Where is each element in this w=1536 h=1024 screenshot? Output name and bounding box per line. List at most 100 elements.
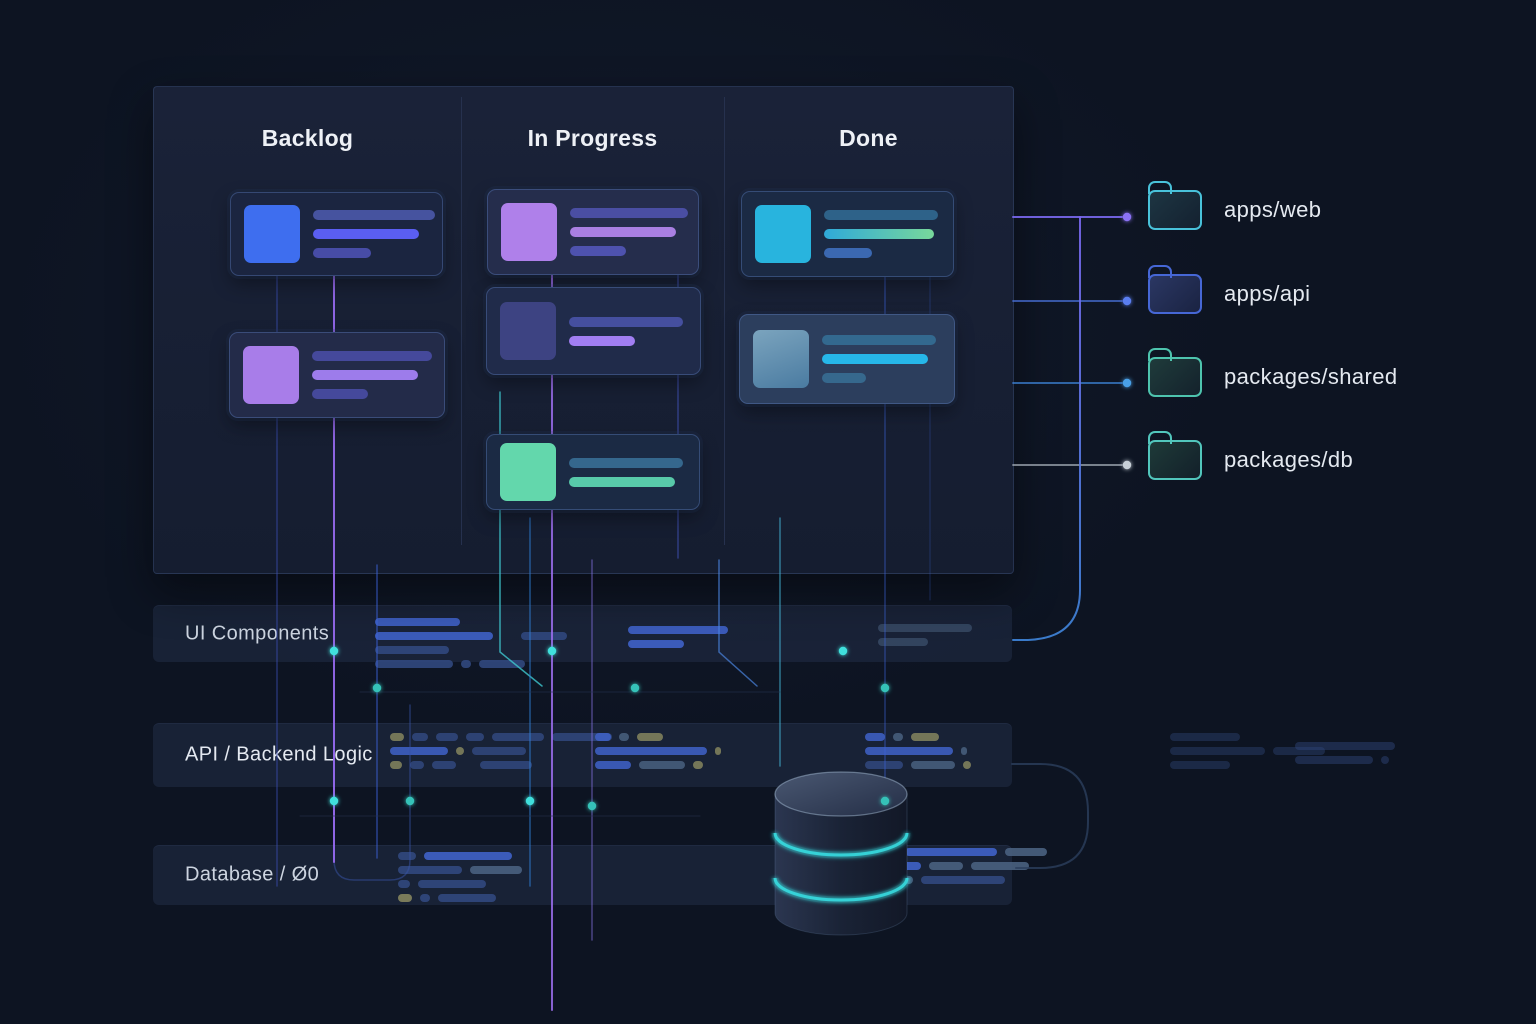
column-header-done: Done [839, 125, 898, 151]
code-line [470, 866, 522, 874]
code-line [436, 733, 458, 741]
folder-label: apps/web [1224, 197, 1322, 222]
code-line [595, 747, 707, 755]
card-color-swatch [244, 205, 300, 263]
card-text-line [569, 335, 635, 346]
layer-band-label: API / Backend Logic [185, 743, 373, 766]
kanban-card[interactable] [229, 332, 445, 418]
code-line [865, 761, 903, 769]
kanban-card[interactable] [486, 434, 700, 510]
code-line [424, 852, 512, 860]
code-line [420, 894, 430, 902]
column-divider [461, 97, 462, 545]
column-header-backlog: Backlog [261, 125, 354, 151]
code-line [639, 761, 685, 769]
code-line [905, 848, 997, 856]
card-text-line [570, 246, 626, 256]
card-text-line [312, 370, 418, 380]
folder-item-apps-api[interactable]: apps/api [1148, 265, 1311, 314]
folder-item-apps-web[interactable]: apps/web [1148, 181, 1322, 230]
code-line [398, 866, 462, 874]
folder-label: apps/api [1224, 281, 1311, 306]
code-line [432, 761, 456, 769]
card-text-line [822, 354, 928, 364]
layer-band-label: UI Components [185, 622, 330, 644]
folder-icon [1148, 181, 1202, 230]
card-text-line [312, 389, 368, 399]
code-line [865, 747, 953, 755]
code-line [375, 632, 493, 640]
card-text-line [822, 373, 866, 383]
code-line [971, 862, 1029, 870]
code-line [715, 747, 721, 755]
code-line [492, 733, 544, 741]
code-line [1170, 733, 1240, 741]
card-text-line [569, 457, 683, 468]
code-line [1273, 747, 1325, 755]
folder-item-packages-db[interactable]: packages/db [1148, 431, 1354, 480]
card-text-line [569, 316, 683, 327]
code-line [628, 626, 728, 634]
folder-icon [1148, 431, 1202, 480]
card-text-line [822, 335, 936, 345]
card-color-swatch [500, 302, 556, 360]
folder-icon [1148, 265, 1202, 314]
code-line [1170, 747, 1265, 755]
code-line [878, 624, 972, 632]
kanban-card[interactable] [739, 314, 955, 404]
code-line [1295, 742, 1395, 750]
code-line [466, 733, 484, 741]
code-line [878, 638, 928, 646]
card-text-line [313, 229, 419, 239]
code-line [865, 733, 885, 741]
code-line [398, 894, 412, 902]
card-color-swatch [753, 330, 809, 388]
code-line [595, 733, 611, 741]
folder-item-packages-shared[interactable]: packages/shared [1148, 348, 1398, 397]
code-line [893, 733, 903, 741]
code-line [595, 761, 631, 769]
code-line [961, 747, 967, 755]
code-line [398, 880, 410, 888]
card-text-line [570, 208, 688, 218]
kanban-card[interactable] [741, 191, 954, 277]
kanban-card[interactable] [487, 189, 699, 275]
kanban-card[interactable] [230, 192, 443, 276]
code-line [1170, 761, 1230, 769]
code-line [461, 660, 471, 668]
code-line [375, 646, 449, 654]
card-text-line [824, 229, 934, 239]
layer-band-label: Database / Ø0 [185, 863, 320, 886]
code-line [521, 632, 567, 640]
code-line [390, 747, 448, 755]
code-line [412, 733, 428, 741]
card-text-line [312, 351, 432, 361]
code-line [410, 761, 424, 769]
column-divider [724, 97, 725, 545]
code-line [438, 894, 496, 902]
card-text-line [570, 227, 676, 237]
code-line [480, 761, 532, 769]
card-color-swatch [243, 346, 299, 404]
code-line [693, 761, 703, 769]
folder-label: packages/db [1224, 447, 1354, 472]
code-line [628, 640, 684, 648]
card-text-line [313, 248, 371, 258]
card-text-line [313, 210, 435, 220]
code-line [375, 618, 460, 626]
kanban-card[interactable] [486, 287, 701, 375]
card-text-line [569, 476, 675, 487]
code-line [1295, 756, 1373, 764]
code-line [929, 862, 963, 870]
layer-band-ui-components: UI Components [153, 605, 1012, 662]
code-line [1381, 756, 1389, 764]
code-line [619, 733, 629, 741]
code-line [911, 761, 955, 769]
card-text-line [824, 248, 872, 258]
card-text-line [824, 210, 938, 220]
code-line [921, 876, 1005, 884]
code-line [637, 733, 663, 741]
